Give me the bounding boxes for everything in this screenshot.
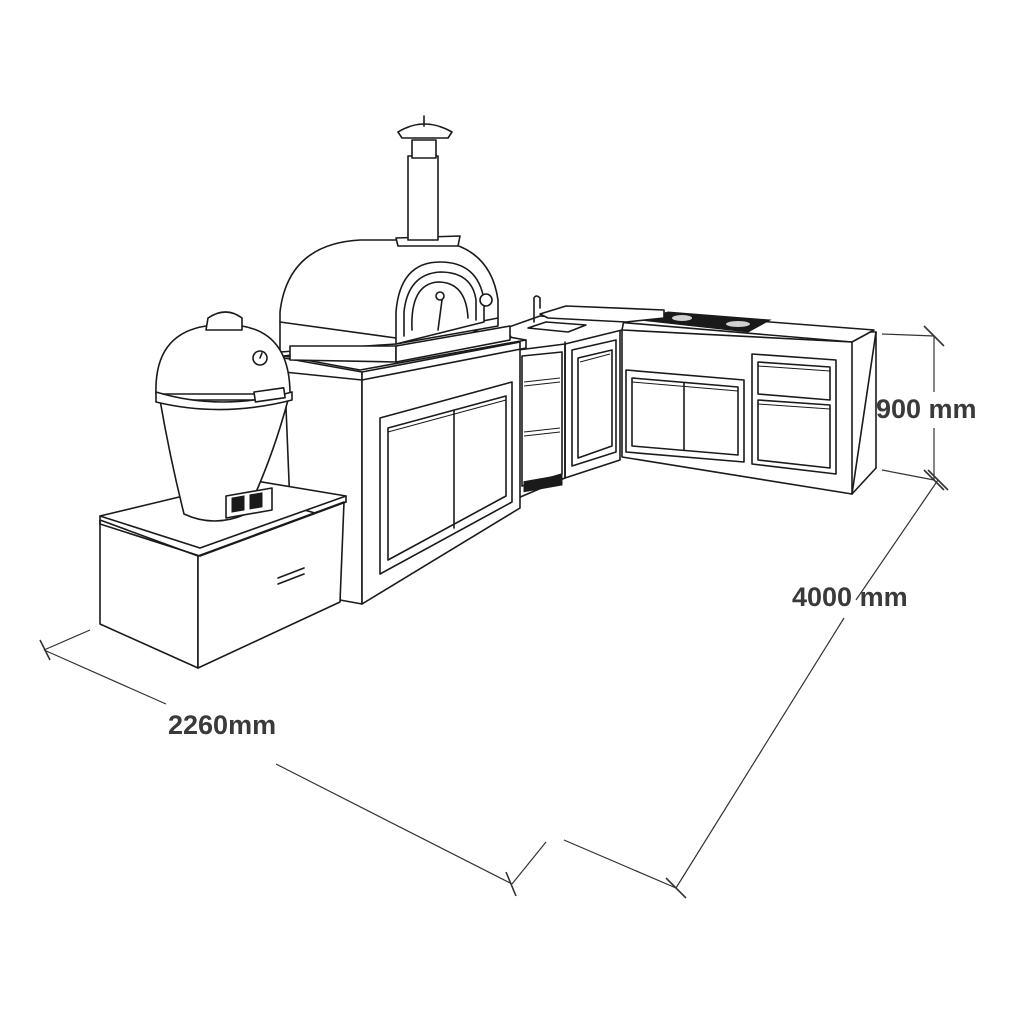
kamado-band bbox=[155, 391, 293, 411]
dimension-width bbox=[39, 629, 547, 897]
right-bench-front-face bbox=[621, 327, 877, 495]
oven-bench-door-frame bbox=[379, 381, 513, 575]
top-drawer bbox=[757, 361, 831, 401]
dimension-length bbox=[563, 469, 949, 899]
length-dimension-label: 4000 mm bbox=[792, 582, 908, 612]
oven-mouth bbox=[411, 281, 469, 331]
width-dimension-label: 2260mm bbox=[168, 710, 276, 740]
temperature-gauge-icon bbox=[479, 293, 493, 307]
right-double-door-frame bbox=[625, 369, 745, 463]
kamado-grill bbox=[155, 311, 293, 522]
bar-fridge bbox=[521, 351, 563, 487]
pizza-oven bbox=[279, 115, 511, 363]
raised-bench-top bbox=[539, 305, 665, 323]
kamado-dome bbox=[155, 325, 291, 395]
kamado-top-vent bbox=[205, 311, 243, 331]
oven-front-arch bbox=[395, 261, 485, 345]
drawer-handle-icon bbox=[277, 567, 305, 579]
oven-base bbox=[289, 345, 397, 363]
dimension-height bbox=[881, 325, 945, 491]
kamado-handle bbox=[253, 387, 286, 403]
sink-cabinet-door bbox=[571, 339, 617, 467]
oven-door-handle bbox=[437, 299, 443, 331]
bottom-drawer bbox=[757, 399, 831, 469]
chimney-cap bbox=[397, 123, 453, 139]
right-bench bbox=[615, 311, 877, 495]
fridge-vent bbox=[523, 474, 563, 493]
oven-bench-front bbox=[361, 341, 521, 605]
chimney-flue bbox=[407, 155, 439, 241]
right-drawer-frame bbox=[751, 353, 837, 475]
tap-icon bbox=[533, 295, 541, 323]
height-dimension-label: 900 mm bbox=[876, 394, 977, 424]
sink-basin bbox=[527, 321, 587, 333]
